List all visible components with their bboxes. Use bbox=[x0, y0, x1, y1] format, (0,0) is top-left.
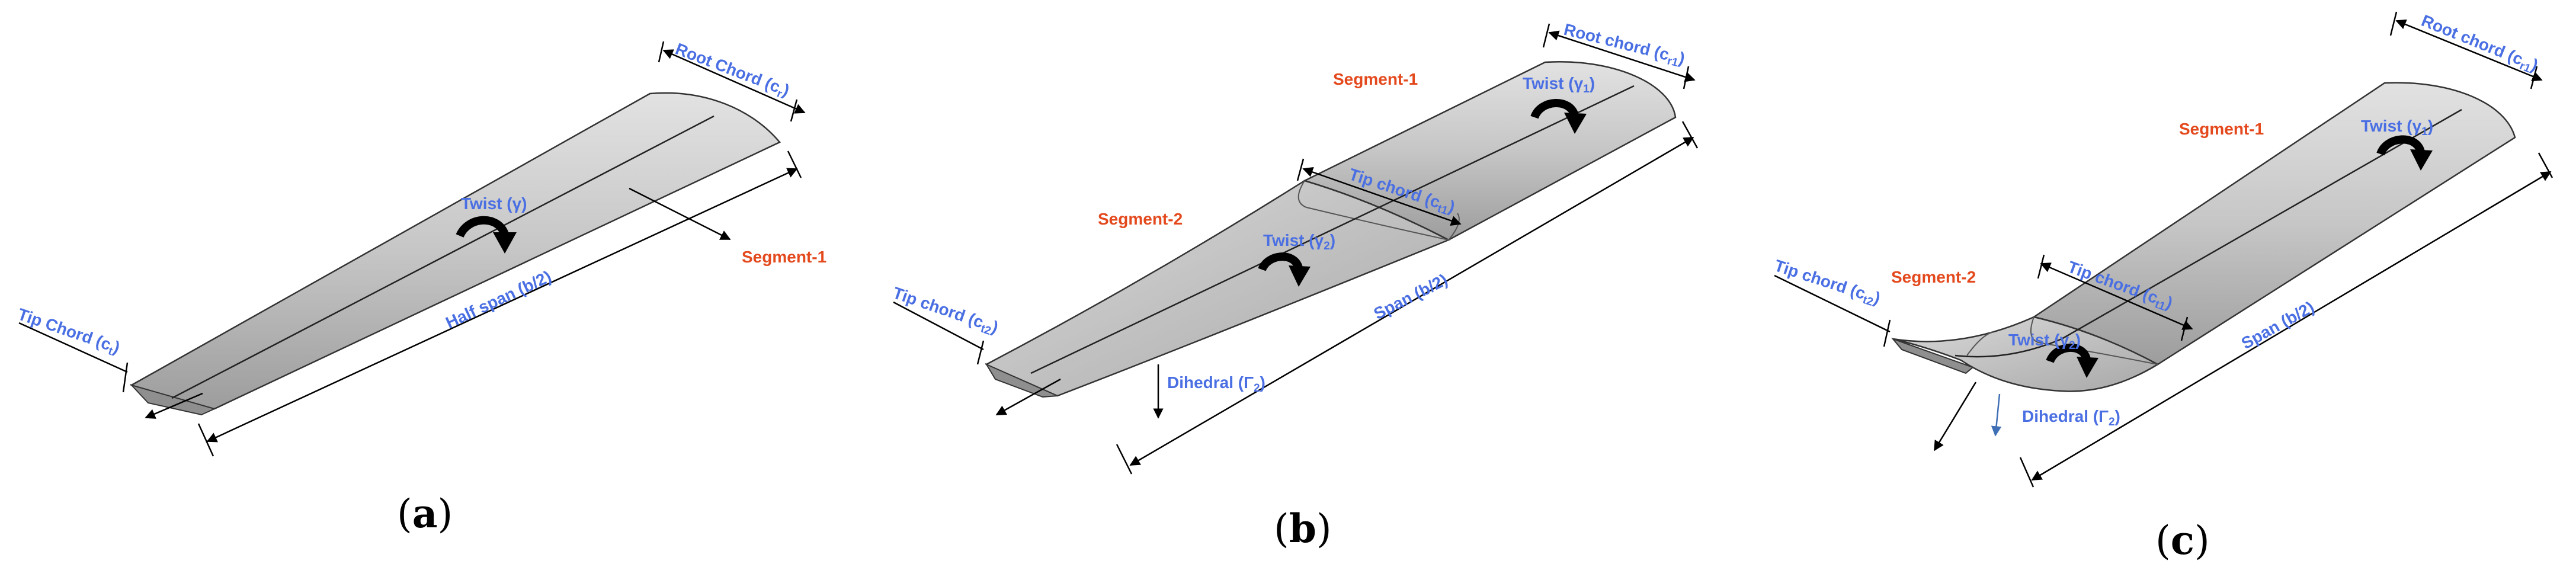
wing-a-segment1-label: Segment-1 bbox=[742, 248, 826, 266]
wing-a-root-chord-dim bbox=[662, 49, 806, 114]
wing-b-span-label: Span (b/2) bbox=[1371, 270, 1451, 323]
wing-c-segment2-label: Segment-2 bbox=[1891, 268, 1976, 286]
curved-arrow-icon bbox=[2376, 135, 2433, 171]
wing-b-segment2-surface bbox=[985, 180, 1450, 397]
wing-a-tip-chord-dim bbox=[18, 322, 128, 373]
wing-b-segment2-label: Segment-2 bbox=[1098, 210, 1183, 228]
wing-c-tip-chord2-label: Tip chord (ct2) bbox=[1771, 256, 1883, 310]
wing-c-span-dim bbox=[2031, 171, 2552, 481]
wing-c-dihedral-arrow bbox=[1991, 393, 2002, 437]
panel-a-caption: (a) bbox=[397, 491, 453, 537]
wing-a-root-chord-label: Root Chord (cr) bbox=[672, 40, 792, 102]
wing-c-tip-arrow bbox=[1933, 382, 1977, 451]
wing-b-tip-chord2-label: Tip chord (ct2) bbox=[889, 283, 1001, 339]
wing-c-twist2-label: Twist (γ2) bbox=[2008, 331, 2081, 352]
curved-arrow-icon bbox=[1258, 252, 1311, 287]
panel-c-caption: (c) bbox=[2155, 517, 2210, 563]
wing-a-tip-chord-label: Tip Chord (ct) bbox=[14, 305, 122, 360]
wing-b-twist1-label: Twist (γ1) bbox=[1523, 74, 1595, 95]
wing-a-segment-arrow bbox=[629, 187, 731, 241]
wing-b-midline bbox=[1030, 85, 1635, 374]
wing-b-twist2-label: Twist (γ2) bbox=[1263, 231, 1335, 252]
panel-b: Root chord (cr1) Segment-1 Segment-2 Twi… bbox=[889, 20, 1699, 552]
wing-b-dihedral-label: Dihedral (Γ2) bbox=[1167, 373, 1265, 395]
wing-a-tip-arrow bbox=[145, 392, 203, 419]
curved-arrow-icon bbox=[2046, 343, 2098, 378]
wing-a-half-span-dim bbox=[206, 168, 798, 443]
wing-a-midline bbox=[171, 115, 715, 399]
panel-a: Root Chord (cr) Tip Chord (ct) Twist (γ)… bbox=[14, 40, 826, 537]
panel-b-caption: (b) bbox=[1274, 505, 1332, 552]
wing-b-root-chord-dim bbox=[1548, 30, 1696, 82]
wing-c-tip-chord2-dim bbox=[1774, 274, 1891, 333]
curved-arrow-icon bbox=[456, 216, 517, 254]
wing-b-segment1-label: Segment-1 bbox=[1333, 70, 1418, 88]
wing-a-twist-label: Twist (γ) bbox=[461, 194, 527, 213]
curved-arrow-icon bbox=[1530, 98, 1587, 134]
wing-c-twist1-label: Twist (γ1) bbox=[2361, 117, 2433, 138]
wing-c-dihedral-label: Dihedral (Γ2) bbox=[2022, 407, 2120, 428]
wing-c-segment1-label: Segment-1 bbox=[2179, 120, 2264, 138]
wing-c-root-chord-label: Root chord (cr1) bbox=[2418, 11, 2541, 78]
panel-c: Root chord (cr1) Segment-1 Twist (γ1) Se… bbox=[1771, 11, 2553, 563]
wing-b-tip-chord2-dim bbox=[893, 301, 984, 351]
wing-c-root-chord-dim bbox=[2395, 19, 2543, 82]
wing-b-span-dim bbox=[1129, 136, 1694, 466]
wing-b-tip-arrow bbox=[995, 378, 1061, 416]
